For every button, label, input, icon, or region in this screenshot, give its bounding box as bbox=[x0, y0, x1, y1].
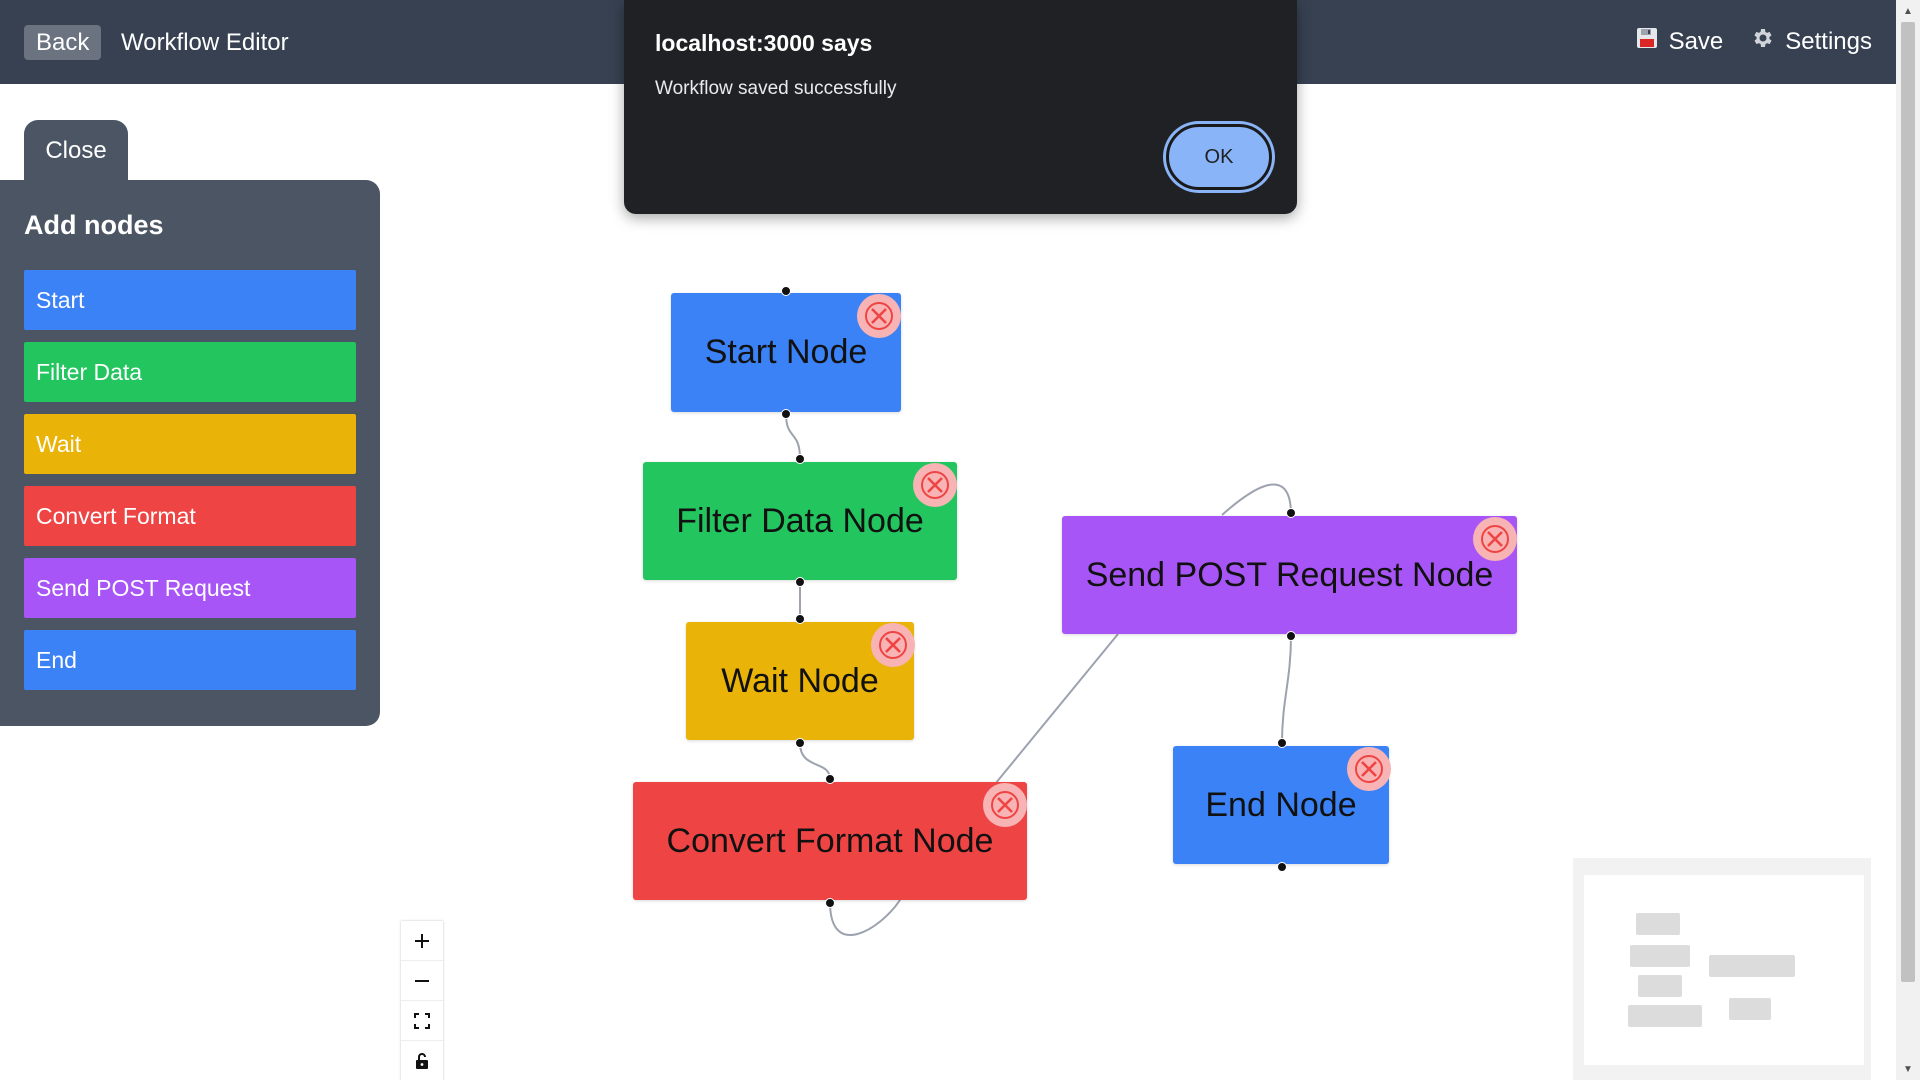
save-label: Save bbox=[1668, 27, 1724, 55]
node-handle[interactable] bbox=[825, 774, 835, 784]
alert-dialog: localhost:3000 says Workflow saved succe… bbox=[624, 0, 1297, 214]
node-handle[interactable] bbox=[1286, 508, 1296, 518]
close-panel-button[interactable]: Close bbox=[24, 120, 128, 182]
top-actions: Save Settings bbox=[1635, 26, 1872, 57]
flow-node-start[interactable]: Start Node bbox=[671, 293, 901, 412]
minimap-node bbox=[1709, 955, 1795, 977]
scroll-down-arrow-icon[interactable]: ▼ bbox=[1903, 1063, 1913, 1075]
minimap-node bbox=[1729, 998, 1771, 1020]
node-handle[interactable] bbox=[795, 614, 805, 624]
node-handle[interactable] bbox=[1277, 862, 1287, 872]
minimap-node bbox=[1630, 945, 1690, 967]
delete-node-button[interactable] bbox=[983, 783, 1027, 827]
node-label: Start Node bbox=[704, 333, 868, 371]
minimap-node bbox=[1638, 975, 1682, 997]
settings-button[interactable]: Settings bbox=[1751, 26, 1872, 57]
flow-node-send-post-request[interactable]: Send POST Request Node bbox=[1062, 516, 1517, 634]
delete-node-button[interactable] bbox=[857, 294, 901, 338]
page-title: Workflow Editor bbox=[121, 29, 289, 56]
node-handle[interactable] bbox=[825, 898, 835, 908]
add-start-node-button[interactable]: Start bbox=[24, 270, 356, 330]
close-icon bbox=[921, 471, 949, 499]
gear-icon bbox=[1751, 26, 1775, 57]
add-send-post-request-node-button[interactable]: Send POST Request bbox=[24, 558, 356, 618]
scroll-thumb[interactable] bbox=[1901, 22, 1915, 982]
node-handle[interactable] bbox=[795, 577, 805, 587]
zoom-in-icon bbox=[415, 933, 429, 948]
node-label: Filter Data Node bbox=[676, 501, 924, 540]
close-icon bbox=[879, 631, 907, 659]
save-button[interactable]: Save bbox=[1635, 26, 1724, 57]
add-end-node-button[interactable]: End bbox=[24, 630, 356, 690]
delete-node-button[interactable] bbox=[871, 623, 915, 667]
delete-node-button[interactable] bbox=[1473, 517, 1517, 561]
canvas-controls bbox=[401, 921, 443, 1080]
panel-title: Add nodes bbox=[24, 210, 164, 240]
flow-node-filter-data[interactable]: Filter Data Node bbox=[643, 462, 957, 580]
delete-node-button[interactable] bbox=[1347, 747, 1391, 791]
node-handle[interactable] bbox=[795, 738, 805, 748]
node-label: Convert Format Node bbox=[666, 821, 994, 860]
zoom-out-icon bbox=[415, 979, 429, 982]
dialog-title: localhost:3000 says bbox=[655, 30, 873, 56]
close-icon bbox=[1355, 755, 1383, 783]
node-handle[interactable] bbox=[795, 454, 805, 464]
node-handle[interactable] bbox=[1277, 738, 1287, 748]
delete-node-button[interactable] bbox=[913, 463, 957, 507]
fit-view-button[interactable] bbox=[401, 1001, 443, 1041]
dialog-message: Workflow saved successfully bbox=[655, 78, 897, 99]
node-handle[interactable] bbox=[1286, 631, 1296, 641]
close-icon bbox=[1481, 525, 1509, 553]
ok-button[interactable]: OK bbox=[1166, 124, 1272, 190]
fit-view-icon bbox=[414, 1012, 430, 1029]
add-nodes-panel: Add nodes Start Filter Data Wait Convert… bbox=[0, 180, 380, 726]
add-wait-node-button[interactable]: Wait bbox=[24, 414, 356, 474]
node-handle[interactable] bbox=[781, 409, 791, 419]
back-button[interactable]: Back bbox=[24, 25, 102, 60]
minimap-node bbox=[1628, 1005, 1702, 1027]
zoom-out-button[interactable] bbox=[401, 961, 443, 1001]
zoom-in-button[interactable] bbox=[401, 921, 443, 961]
flow-node-convert-format[interactable]: Convert Format Node bbox=[633, 782, 1027, 900]
lock-icon bbox=[416, 1052, 428, 1069]
node-label: Send POST Request Node bbox=[1085, 555, 1494, 594]
floppy-disk-icon bbox=[1635, 26, 1659, 57]
close-icon bbox=[991, 791, 1019, 819]
settings-label: Settings bbox=[1785, 27, 1872, 55]
page-scrollbar[interactable]: ▲ ▼ bbox=[1896, 0, 1920, 1080]
scroll-up-arrow-icon[interactable]: ▲ bbox=[1903, 5, 1913, 17]
node-label: Wait Node bbox=[721, 661, 879, 700]
node-label: End Node bbox=[1205, 785, 1357, 824]
minimap-node bbox=[1636, 913, 1680, 935]
flow-node-wait[interactable]: Wait Node bbox=[686, 622, 915, 740]
add-filter-data-node-button[interactable]: Filter Data bbox=[24, 342, 356, 402]
minimap-viewport[interactable] bbox=[1584, 875, 1864, 1065]
flow-node-end[interactable]: End Node bbox=[1173, 746, 1391, 864]
lock-button[interactable] bbox=[401, 1041, 443, 1080]
add-convert-format-node-button[interactable]: Convert Format bbox=[24, 486, 356, 546]
node-handle[interactable] bbox=[781, 286, 791, 296]
close-icon bbox=[865, 302, 893, 330]
